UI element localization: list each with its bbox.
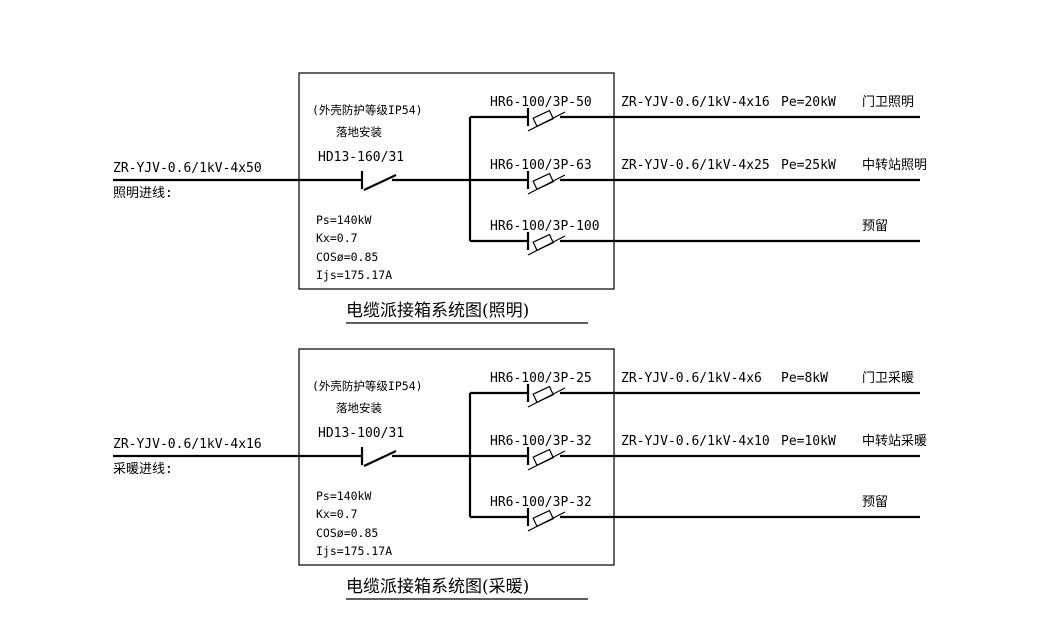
breaker-label: HR6-100/3P-63 [490, 158, 592, 173]
load-label: 门卫采暖 [862, 371, 914, 386]
incoming-cable-label: ZR-YJV-0.6/1kV-4x16 [113, 437, 262, 452]
power-label: Pe=8kW [781, 371, 828, 386]
diagram-title: 电缆派接箱系统图(采暖) [346, 577, 529, 597]
fuse-icon [532, 233, 555, 252]
cable-label: ZR-YJV-0.6/1kV-4x16 [621, 95, 770, 110]
main-switch-label: HD13-100/31 [318, 426, 404, 441]
circuit-row: HR6-100/3P-50 ZR-YJV-0.6/1kV-4x16 Pe=20k… [470, 95, 920, 132]
load-label: 预留 [862, 495, 888, 510]
circuit-row: HR6-100/3P-25 ZR-YJV-0.6/1kV-4x6 Pe=8kW … [470, 371, 920, 408]
power-label: Pe=25kW [781, 158, 836, 173]
param-ijs: Ijs=175.17A [316, 544, 392, 558]
enclosure-note: (外壳防护等级IP54) [312, 379, 423, 393]
breaker-label: HR6-100/3P-25 [490, 371, 592, 386]
enclosure-note: (外壳防护等级IP54) [312, 103, 423, 117]
param-ijs: Ijs=175.17A [316, 268, 392, 282]
main-switch-label: HD13-160/31 [318, 150, 404, 165]
install-note: 落地安装 [336, 401, 382, 415]
fuse-icon [532, 109, 555, 128]
switch-blade [363, 174, 397, 191]
breaker-label: HR6-100/3P-100 [490, 219, 600, 234]
diagram-title: 电缆派接箱系统图(照明) [346, 301, 529, 321]
param-ps: Ps=140kW [316, 213, 371, 227]
power-label: Pe=20kW [781, 95, 836, 110]
power-label: Pe=10kW [781, 434, 836, 449]
fuse-icon [532, 172, 555, 191]
install-note: 落地安装 [336, 125, 382, 139]
param-cos: COSø=0.85 [316, 526, 378, 540]
incoming-label: 照明进线: [113, 186, 173, 201]
switch-blade [363, 450, 397, 467]
param-kx: Kx=0.7 [316, 507, 358, 521]
panel-heating: ZR-YJV-0.6/1kV-4x16 采暖进线: (外壳防护等级IP54) 落… [113, 348, 927, 600]
incoming-cable-label: ZR-YJV-0.6/1kV-4x50 [113, 161, 262, 176]
cable-label: ZR-YJV-0.6/1kV-4x25 [621, 158, 770, 173]
param-cos: COSø=0.85 [316, 250, 378, 264]
fuse-icon [532, 448, 555, 467]
cable-label: ZR-YJV-0.6/1kV-4x10 [621, 434, 770, 449]
fuse-icon [532, 509, 555, 528]
panel-lighting: ZR-YJV-0.6/1kV-4x50 照明进线: (外壳防护等级IP54) 落… [113, 72, 927, 324]
fuse-icon [532, 385, 555, 404]
circuit-row: HR6-100/3P-63 ZR-YJV-0.6/1kV-4x25 Pe=25k… [470, 158, 927, 195]
param-ps: Ps=140kW [316, 489, 371, 503]
breaker-label: HR6-100/3P-50 [490, 95, 592, 110]
load-label: 预留 [862, 219, 888, 234]
incoming-label: 采暖进线: [113, 462, 173, 477]
load-label: 中转站照明 [862, 158, 927, 173]
param-kx: Kx=0.7 [316, 231, 358, 245]
circuit-row: HR6-100/3P-100 预留 [470, 219, 920, 256]
cable-label: ZR-YJV-0.6/1kV-4x6 [621, 371, 762, 386]
circuit-row: HR6-100/3P-32 ZR-YJV-0.6/1kV-4x10 Pe=10k… [470, 434, 927, 471]
circuit-row: HR6-100/3P-32 预留 [470, 495, 920, 532]
load-label: 门卫照明 [862, 95, 914, 110]
load-label: 中转站采暖 [862, 434, 927, 449]
breaker-label: HR6-100/3P-32 [490, 434, 592, 449]
breaker-label: HR6-100/3P-32 [490, 495, 592, 510]
